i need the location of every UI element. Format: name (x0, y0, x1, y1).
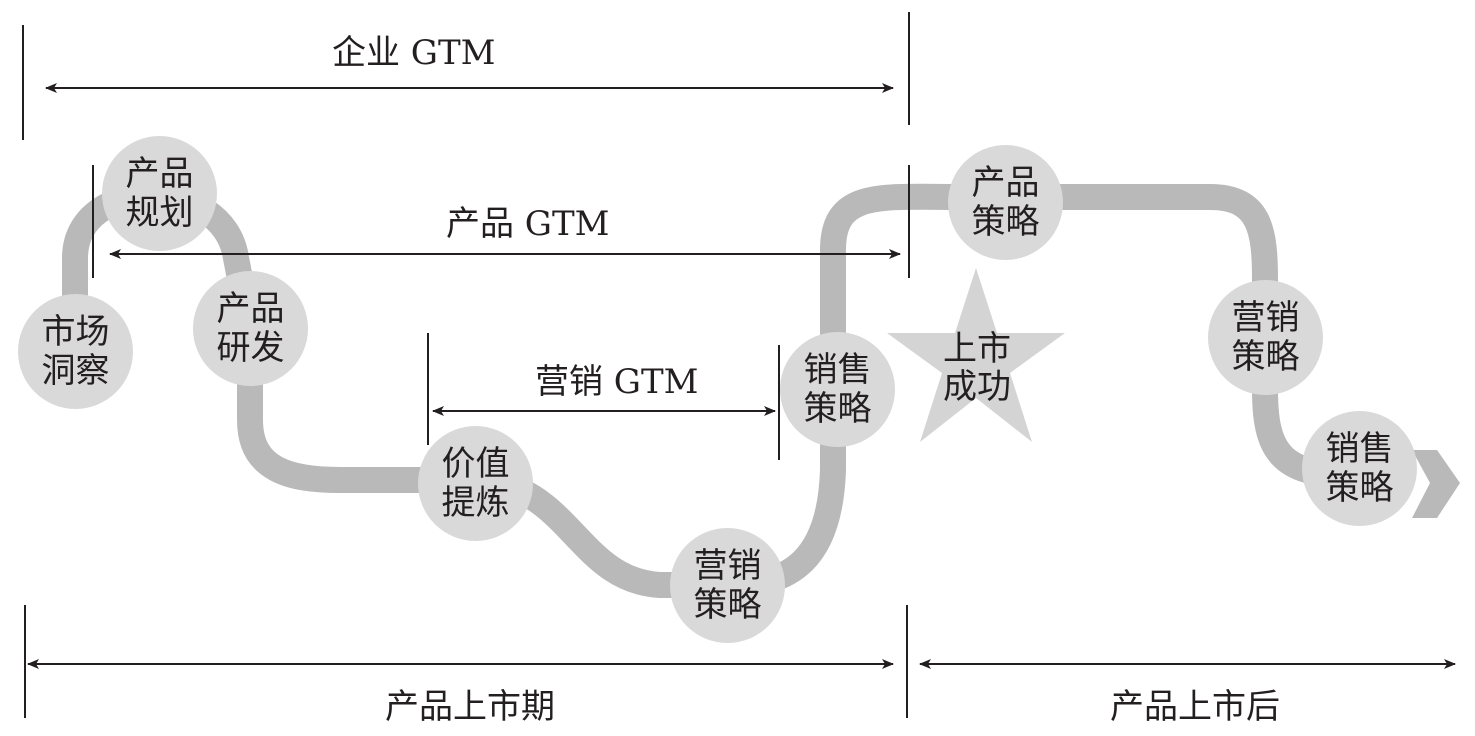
node-product-planning: 产品 规划 (102, 136, 217, 251)
marketing-gtm-label: 营销 GTM (535, 362, 699, 402)
node-line: 规划 (125, 192, 194, 233)
node-line: 策略 (803, 388, 872, 429)
node-line: 洞察 (41, 350, 110, 391)
node-line: 产品 (216, 289, 285, 330)
node-post-marketing-strategy: 营销 策略 (1208, 280, 1323, 395)
node-market-insight: 市场 洞察 (18, 294, 133, 409)
node-line: 策略 (693, 584, 762, 625)
path-arrow-head (1412, 450, 1460, 518)
node-post-sales-strategy: 销售 策略 (1302, 411, 1417, 526)
node-line: 提炼 (441, 482, 510, 523)
product-gtm-label: 产品 GTM (446, 204, 610, 244)
node-line: 销售 (1325, 429, 1394, 470)
enterprise-gtm-label: 企业 GTM (332, 33, 496, 73)
node-line: 产品 (971, 163, 1040, 204)
node-line: 营销 (1231, 298, 1300, 339)
milestone-line: 成功 (943, 367, 1011, 408)
node-line: 价值 (441, 444, 510, 485)
node-line: 销售 (803, 350, 872, 391)
node-line: 策略 (971, 201, 1040, 242)
launch-period-label: 产品上市期 (385, 687, 555, 727)
node-sales-strategy: 销售 策略 (780, 332, 895, 447)
node-line: 策略 (1231, 336, 1300, 377)
node-line: 营销 (693, 546, 762, 587)
node-line: 策略 (1325, 467, 1394, 508)
node-product-strategy: 产品 策略 (948, 145, 1063, 260)
node-product-development: 产品 研发 (193, 271, 308, 386)
node-marketing-strategy: 营销 策略 (670, 528, 785, 643)
node-line: 市场 (41, 312, 110, 353)
node-line: 研发 (216, 327, 285, 368)
milestone-label: 上市 成功 (941, 330, 1013, 406)
node-line: 产品 (125, 154, 194, 195)
node-value-refinement: 价值 提炼 (418, 426, 533, 541)
post-launch-label: 产品上市后 (1110, 687, 1280, 727)
milestone-line: 上市 (943, 329, 1011, 369)
star-icon (887, 268, 1065, 442)
